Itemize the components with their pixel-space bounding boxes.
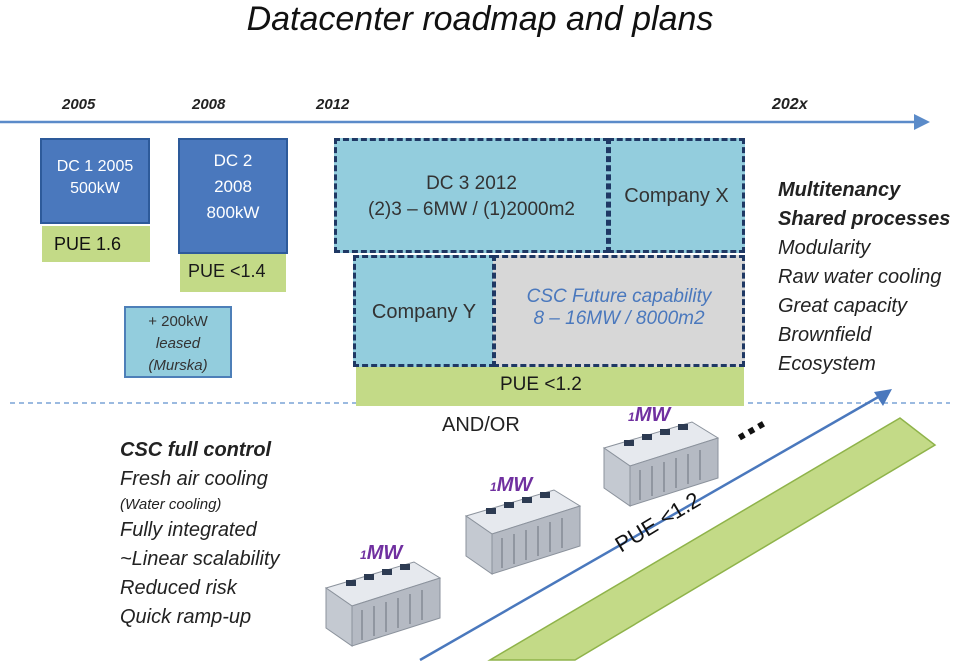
csc-control-item: (Water cooling) xyxy=(120,496,222,513)
feature-item: Multitenancy xyxy=(778,179,901,201)
dc2-line1: DC 2 xyxy=(213,151,253,170)
dc3-line2: (2)3 – 6MW / (1)2000m2 xyxy=(368,199,575,220)
feature-item: Modularity xyxy=(778,237,871,259)
feature-item: Great capacity xyxy=(778,295,907,317)
feature-item: Shared processes xyxy=(778,208,951,230)
dc2-pue: PUE <1.4 xyxy=(188,261,266,281)
features-list: Multitenancy Shared processes Modularity… xyxy=(778,176,950,379)
leased-box: + 200kW leased (Murska) xyxy=(124,306,232,378)
module-label: 1MW xyxy=(490,474,533,496)
company-x-label: Company X xyxy=(624,185,729,207)
page-title: Datacenter roadmap and plans xyxy=(246,0,714,38)
csc-control-heading: CSC full control xyxy=(120,439,272,461)
dc1-box: DC 1 2005 500kW xyxy=(40,138,150,224)
dc3-line1: DC 3 2012 xyxy=(426,173,517,194)
company-y-label: Company Y xyxy=(371,301,477,323)
year-2012: 2012 xyxy=(316,96,350,113)
module-label: 1MW xyxy=(628,404,671,426)
dc2-pue-bg xyxy=(180,254,286,292)
year-202x: 202x xyxy=(772,96,808,113)
csc-control-item: Fresh air cooling xyxy=(120,468,268,490)
dc1-line1: DC 1 2005 xyxy=(56,158,134,175)
year-2005: 2005 xyxy=(62,96,96,113)
csc-control-item: Quick ramp-up xyxy=(120,606,252,628)
leased-line1: + 200kW xyxy=(148,313,208,330)
container-module-icon xyxy=(324,561,442,647)
feature-item: Brownfield xyxy=(778,324,872,346)
pue-band xyxy=(356,362,744,406)
csc-control-list: CSC full control Fresh air cooling (Wate… xyxy=(120,436,280,632)
feature-item: Ecosystem xyxy=(778,353,876,375)
csc-future-line2: 8 – 16MW / 8000m2 xyxy=(533,308,705,329)
dc2-line2: 2008 xyxy=(214,177,252,196)
container-module-icon xyxy=(464,489,582,575)
container-module-icon xyxy=(602,421,720,507)
dc1-line2: 500kW xyxy=(70,180,120,197)
year-2008: 2008 xyxy=(192,96,226,113)
dc3-pue: PUE <1.2 xyxy=(500,374,582,395)
dc2-line3: 800kW xyxy=(206,203,260,222)
module-label: 1MW xyxy=(360,542,403,564)
ramp-bar xyxy=(487,417,937,661)
csc-future-box: CSC Future capability 8 – 16MW / 8000m2 xyxy=(493,255,745,367)
dc2-box: DC 2 2008 800kW xyxy=(178,138,288,254)
timeline-arrow xyxy=(0,114,930,130)
csc-future-line1: CSC Future capability xyxy=(526,286,712,307)
feature-item: Raw water cooling xyxy=(778,266,942,288)
leased-line2: leased xyxy=(155,335,201,352)
company-x-box: Company X xyxy=(608,138,745,253)
csc-control-item: Reduced risk xyxy=(120,577,237,599)
dc1-pue: PUE 1.6 xyxy=(42,226,150,262)
leased-line3: (Murska) xyxy=(148,357,208,374)
ramp-arrow-head xyxy=(874,389,892,406)
ramp-arrow-line xyxy=(419,394,881,662)
dc3-box: DC 3 2012 (2)3 – 6MW / (1)2000m2 xyxy=(334,138,609,253)
and-or-label: AND/OR xyxy=(442,414,520,436)
csc-control-item: ~Linear scalability xyxy=(120,548,280,570)
csc-control-item: Fully integrated xyxy=(120,519,257,541)
